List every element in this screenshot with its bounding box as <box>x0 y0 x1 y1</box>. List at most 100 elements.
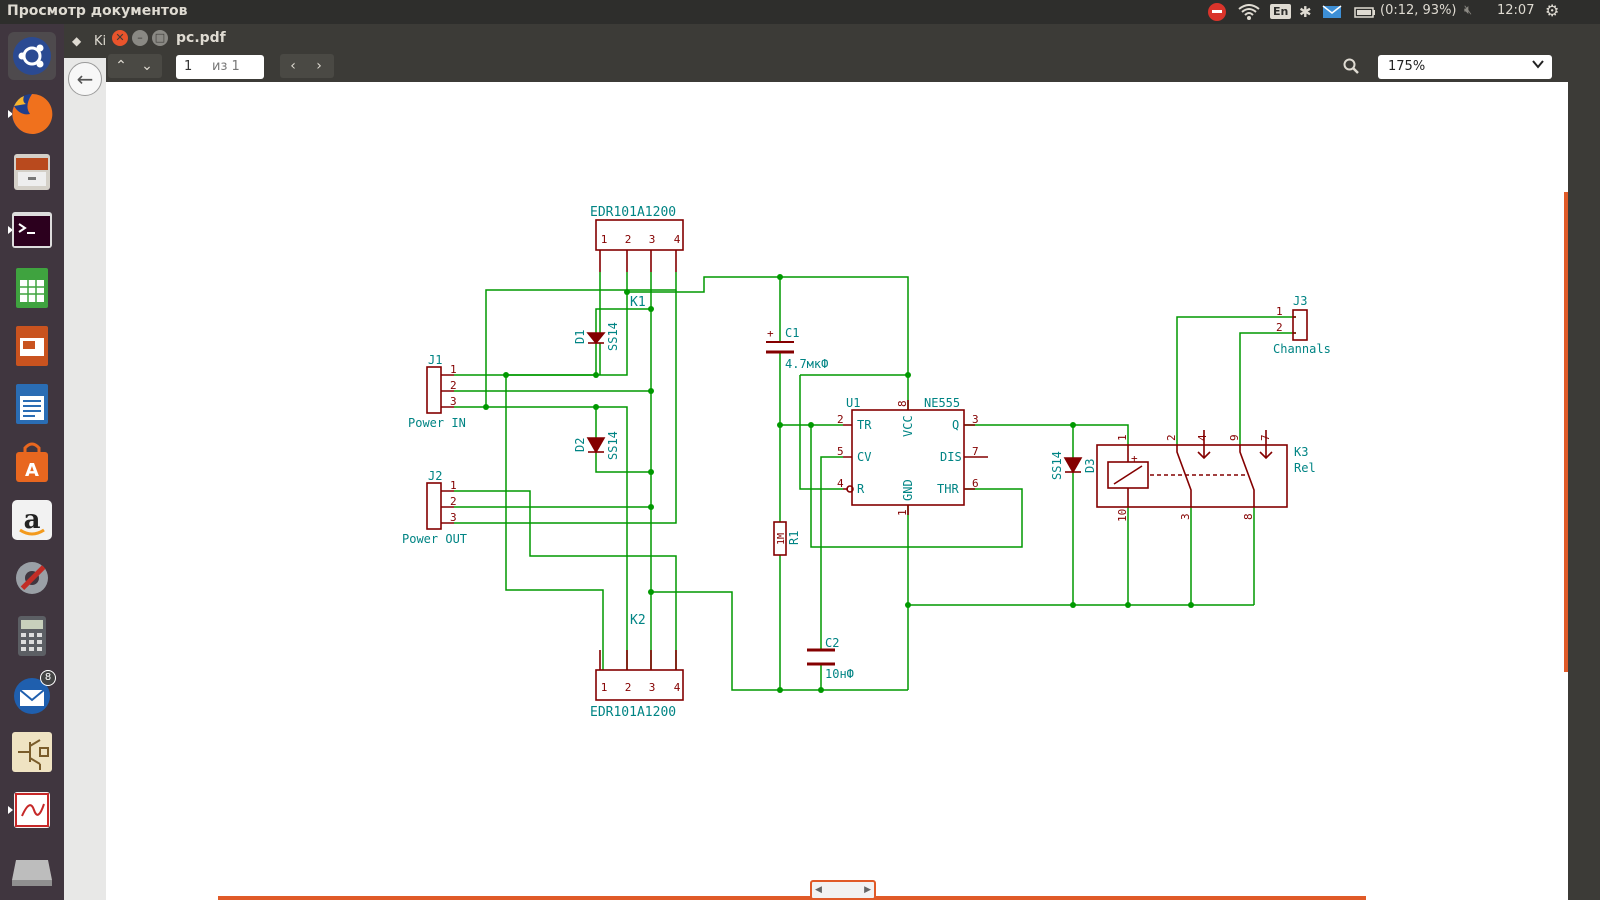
page-up-down-group: ⌃ ⌄ <box>108 54 162 78</box>
document-title: pc.pdf <box>176 30 226 46</box>
launcher-terminal[interactable] <box>8 206 56 254</box>
next-page-button[interactable]: ⌄ <box>134 54 160 78</box>
search-button[interactable] <box>1338 54 1364 78</box>
launcher-thunderbird[interactable]: 8 <box>8 670 56 718</box>
document-icon <box>8 380 56 428</box>
u1-num-1: 1 <box>896 509 909 516</box>
k1-ref: K1 <box>630 295 646 310</box>
zoom-select[interactable]: 175% <box>1378 55 1552 79</box>
document-viewer-window: ✕ – □ pc.pdf ⌃ ⌄ 1 из 1 ‹ › 175% <box>106 24 1568 900</box>
close-window-button[interactable]: ✕ <box>112 30 128 46</box>
k3-pin-4: 4 <box>1196 434 1209 441</box>
launcher-impress[interactable] <box>8 322 56 370</box>
c2-ref: C2 <box>825 636 839 650</box>
zoom-value: 175% <box>1388 59 1426 74</box>
j3-ref: J3 <box>1293 294 1307 308</box>
launcher-drive[interactable] <box>8 844 56 892</box>
j1-pin: 3 <box>450 395 457 408</box>
system-gear-icon[interactable]: ⚙ <box>1545 1 1560 20</box>
u1-pin-thr: THR <box>937 482 959 496</box>
vertical-scrollbar[interactable] <box>1564 192 1568 672</box>
search-icon <box>1343 58 1359 74</box>
chevron-right-icon: › <box>316 58 322 74</box>
back-button[interactable]: ← <box>68 62 102 96</box>
launcher-ubuntu-dash[interactable] <box>8 32 56 80</box>
u1-pin-cv: CV <box>857 450 871 464</box>
mail-icon <box>8 670 56 718</box>
launcher-calculator[interactable] <box>8 612 56 660</box>
j3-value: Channals <box>1273 342 1331 356</box>
page-number-value[interactable]: 1 <box>184 59 193 74</box>
launcher: A a 8 <box>0 24 71 900</box>
keyboard-layout-indicator[interactable]: En <box>1270 4 1292 19</box>
launcher-kicad[interactable] <box>8 728 56 776</box>
svg-text:A: A <box>25 460 39 481</box>
k3-pin-2: 2 <box>1165 434 1178 441</box>
k2-pin: 2 <box>625 681 632 694</box>
terminal-icon <box>8 206 56 254</box>
d1-value: SS14 <box>606 322 620 351</box>
u1-num-8: 8 <box>896 400 909 407</box>
k3-pin-3: 3 <box>1179 513 1192 520</box>
chevron-down-icon: ⌄ <box>141 58 153 74</box>
horizontal-scrollbar-thumb[interactable]: ◀ ▶ <box>810 880 876 900</box>
u1-pin-vcc: VCC <box>901 415 915 437</box>
k1-pin: 2 <box>625 233 632 246</box>
do-not-disturb-icon[interactable] <box>1208 3 1226 21</box>
horizontal-scrollbar[interactable] <box>218 896 1366 900</box>
pdf-icon <box>8 786 56 834</box>
launcher-writer[interactable] <box>8 380 56 428</box>
u1-pin-dis: DIS <box>940 450 962 464</box>
junctions <box>483 274 1194 693</box>
launcher-software-center[interactable]: A <box>8 438 56 486</box>
wifi-icon[interactable] <box>1238 4 1260 20</box>
u1-value: NE555 <box>924 396 960 410</box>
document-page[interactable]: EDR101A1200 K1 EDR101A1200 K2 1 2 3 4 1 … <box>106 82 1568 900</box>
j1-pin: 2 <box>450 379 457 392</box>
d3-ref: D3 <box>1083 459 1097 473</box>
launcher-firefox[interactable] <box>8 90 56 138</box>
previous-page-button[interactable]: ⌃ <box>108 54 134 78</box>
battery-status[interactable]: (0:12, 93%) <box>1380 3 1457 18</box>
scroll-right-icon: ▶ <box>864 885 871 895</box>
history-nav-group: ‹ › <box>280 54 334 78</box>
background-window-icon: ◆ <box>72 34 82 48</box>
bluetooth-icon[interactable]: ✱ <box>1299 3 1312 21</box>
launcher-calc[interactable] <box>8 264 56 312</box>
u1-pin-r: R <box>857 482 865 496</box>
page-number-field[interactable]: 1 из 1 <box>176 55 264 79</box>
c2-value: 10нФ <box>825 667 854 681</box>
background-window-tab-label[interactable]: Ki <box>94 34 107 49</box>
schematic-labels: EDR101A1200 K1 EDR101A1200 K2 1 2 3 4 1 … <box>402 205 1331 720</box>
c1-plus: + <box>767 327 774 340</box>
k2-pin: 1 <box>601 681 608 694</box>
gear-wrench-icon <box>8 554 56 602</box>
j2-value: Power OUT <box>402 532 467 546</box>
history-forward-button[interactable]: › <box>306 54 332 78</box>
battery-icon[interactable] <box>1354 4 1376 20</box>
maximize-window-button[interactable]: □ <box>152 30 168 46</box>
mail-icon[interactable] <box>1322 4 1342 20</box>
launcher-files[interactable] <box>8 148 56 196</box>
k3-value: Rel <box>1294 461 1316 475</box>
launcher-amazon[interactable]: a <box>8 496 56 544</box>
r1-value: 1M <box>776 533 787 545</box>
app-title: Просмотр документов <box>7 3 188 19</box>
launcher-settings[interactable] <box>8 554 56 602</box>
window-titlebar[interactable]: ✕ – □ pc.pdf <box>106 24 1568 52</box>
circuit-icon <box>8 728 56 776</box>
launcher-document-viewer[interactable] <box>8 786 71 834</box>
u1-ref: U1 <box>846 396 860 410</box>
minimize-window-button[interactable]: – <box>132 30 148 46</box>
volume-muted-icon[interactable]: 🔇︎ <box>1464 3 1473 18</box>
k3-pin-10: 10 <box>1116 509 1129 522</box>
j1-ref: J1 <box>428 353 442 367</box>
k1-value: EDR101A1200 <box>590 205 676 220</box>
clock[interactable]: 12:07 <box>1497 3 1535 18</box>
spreadsheet-icon <box>8 264 56 312</box>
background-window[interactable]: ◆ Ki ← <box>64 24 106 900</box>
history-back-button[interactable]: ‹ <box>280 54 306 78</box>
unread-badge: 8 <box>40 670 56 686</box>
k3-ref: K3 <box>1294 445 1308 459</box>
k2-pin: 4 <box>674 681 681 694</box>
